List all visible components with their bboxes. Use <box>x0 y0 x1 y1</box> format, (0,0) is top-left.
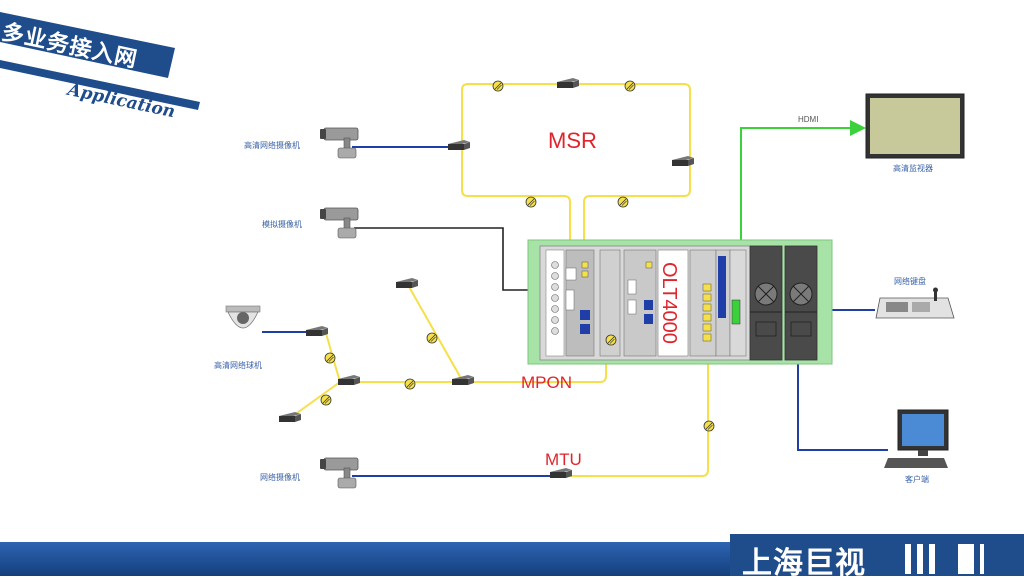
keyboard-icon <box>875 287 955 319</box>
camera-icon <box>319 457 359 489</box>
device-label: 高清网络球机 <box>214 360 262 370</box>
device-label: 高清网络摄像机 <box>244 140 300 150</box>
computer-icon <box>884 409 949 468</box>
header-banner <box>0 0 200 110</box>
dome-camera-icon <box>225 305 261 329</box>
analog-link <box>354 227 542 297</box>
device-label: 客户端 <box>905 474 929 484</box>
msr-label: MSR <box>548 128 597 153</box>
device-label: 网络键盘 <box>894 276 926 286</box>
footer-bar <box>0 534 1024 576</box>
monitor-icon <box>865 93 965 159</box>
device-label: 网络摄像机 <box>260 472 300 482</box>
olt4000-rack <box>527 239 833 365</box>
device-label: 模拟摄像机 <box>262 219 302 229</box>
brand-logo-text: 上海巨视 <box>742 546 866 581</box>
mtu-label: MTU <box>545 450 582 469</box>
device-label: 高清监视器 <box>893 163 933 173</box>
olt-label: OLT4000 <box>658 262 680 344</box>
camera-icon <box>319 207 359 239</box>
camera-icon <box>319 127 359 159</box>
mpon-label: MPON <box>521 373 572 392</box>
hdmi-label: HDMI <box>798 115 818 124</box>
